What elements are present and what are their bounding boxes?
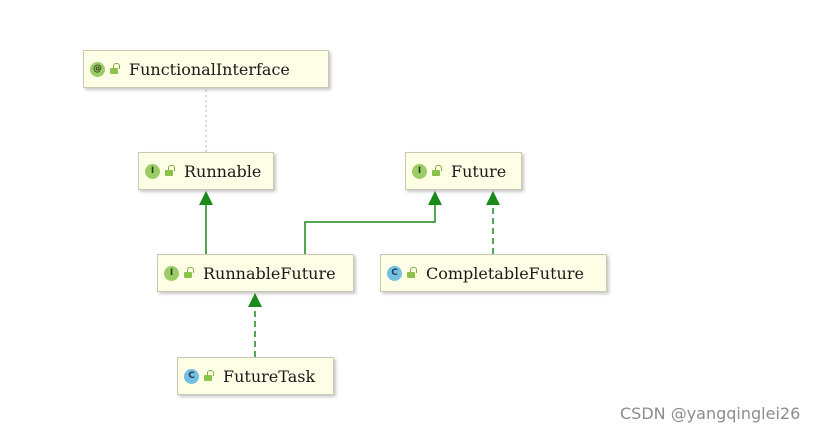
class-icon: C [387,265,402,281]
edge-completable-future-to-future-arrow [486,191,500,205]
node-future[interactable]: I Future [405,152,522,190]
public-lock-icon [183,267,195,279]
node-future-task[interactable]: C FutureTask [177,357,334,395]
annotation-icon: @ [90,61,105,77]
class-icon: C [184,368,199,384]
node-label: Runnable [184,161,262,181]
edge-future-task-to-runnable-future-arrow [248,293,262,307]
node-label: FunctionalInterface [129,59,290,79]
public-lock-icon [431,165,443,177]
interface-icon: I [164,265,179,281]
node-label: CompletableFuture [426,263,584,283]
public-lock-icon [109,63,121,75]
interface-icon: I [412,163,427,179]
node-label: Future [451,161,507,181]
node-label: FutureTask [223,366,316,386]
edge-runnable-future-to-future [304,204,436,254]
public-lock-icon [164,165,176,177]
edge-runnable-future-to-future-arrow [428,191,442,205]
interface-icon: I [145,163,160,179]
public-lock-icon [406,267,418,279]
node-label: RunnableFuture [203,263,336,283]
node-functional-interface[interactable]: @ FunctionalInterface [83,50,329,88]
node-completable-future[interactable]: C CompletableFuture [380,254,607,292]
watermark: CSDN @yangqinglei26 [620,404,801,423]
public-lock-icon [203,370,215,382]
node-runnable[interactable]: I Runnable [138,152,274,190]
node-runnable-future[interactable]: I RunnableFuture [157,254,354,292]
edge-runnable-future-to-runnable-arrow [199,191,213,205]
